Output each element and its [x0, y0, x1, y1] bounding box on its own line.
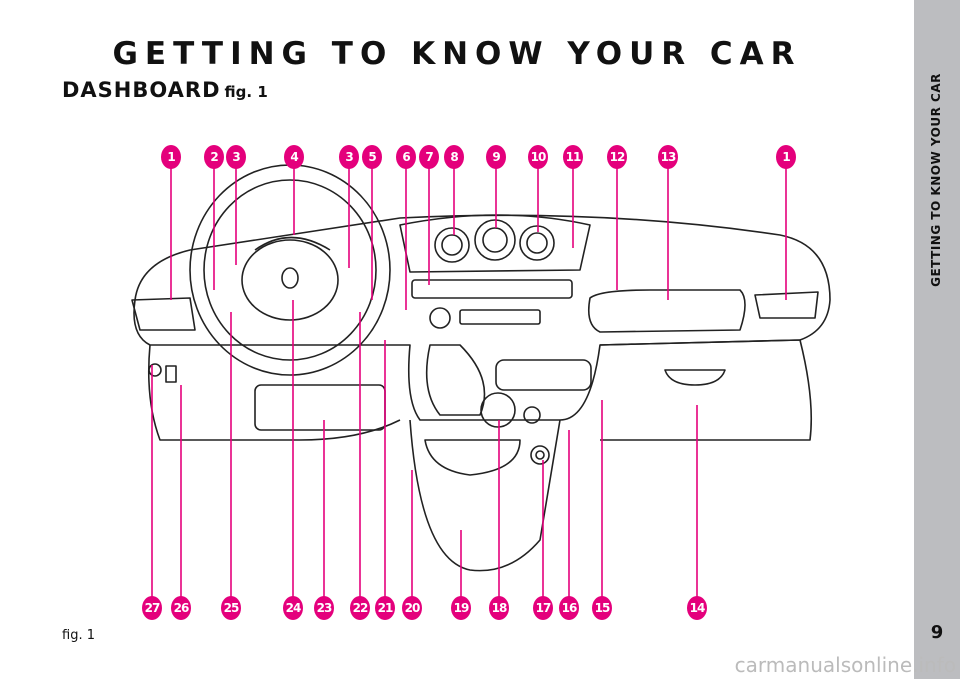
watermark: carmanualsonline.info [734, 653, 956, 677]
callout-marker: 8 [444, 145, 464, 169]
callout-marker: 12 [607, 145, 627, 169]
callout-marker: 5 [362, 145, 382, 169]
callout-marker: 6 [396, 145, 416, 169]
callout-marker: 11 [563, 145, 583, 169]
callout-marker: 16 [559, 596, 579, 620]
section-fig-ref: fig. 1 [224, 83, 268, 101]
section-title: DASHBOARD [62, 78, 221, 102]
callout-marker: 26 [171, 596, 191, 620]
page-number: 9 [930, 622, 944, 643]
chapter-tab [914, 0, 960, 679]
figure-caption: fig. 1 [62, 628, 95, 643]
callout-marker: 20 [402, 596, 422, 620]
callout-marker: 18 [489, 596, 509, 620]
callout-marker: 13 [658, 145, 678, 169]
page-title: GETTING TO KNOW YOUR CAR [112, 36, 802, 72]
callout-marker: 3 [339, 145, 359, 169]
callout-marker: 23 [314, 596, 334, 620]
callout-marker: 1 [161, 145, 181, 169]
callout-marker: 1 [776, 145, 796, 169]
callout-marker: 21 [375, 596, 395, 620]
callout-marker: 19 [451, 596, 471, 620]
callout-marker: 14 [687, 596, 707, 620]
callout-marker: 7 [419, 145, 439, 169]
callout-marker: 15 [592, 596, 612, 620]
callout-marker: 9 [486, 145, 506, 169]
chapter-tab-label: GETTING TO KNOW YOUR CAR [929, 73, 943, 287]
callout-marker: 10 [528, 145, 548, 169]
callout-marker: 4 [284, 145, 304, 169]
callout-marker: 3 [226, 145, 246, 169]
callout-marker: 22 [350, 596, 370, 620]
dashboard-illustration [131, 157, 831, 608]
callout-marker: 2 [204, 145, 224, 169]
callout-marker: 17 [533, 596, 553, 620]
callout-marker: 25 [221, 596, 241, 620]
callout-marker: 24 [283, 596, 303, 620]
callout-marker: 27 [142, 596, 162, 620]
